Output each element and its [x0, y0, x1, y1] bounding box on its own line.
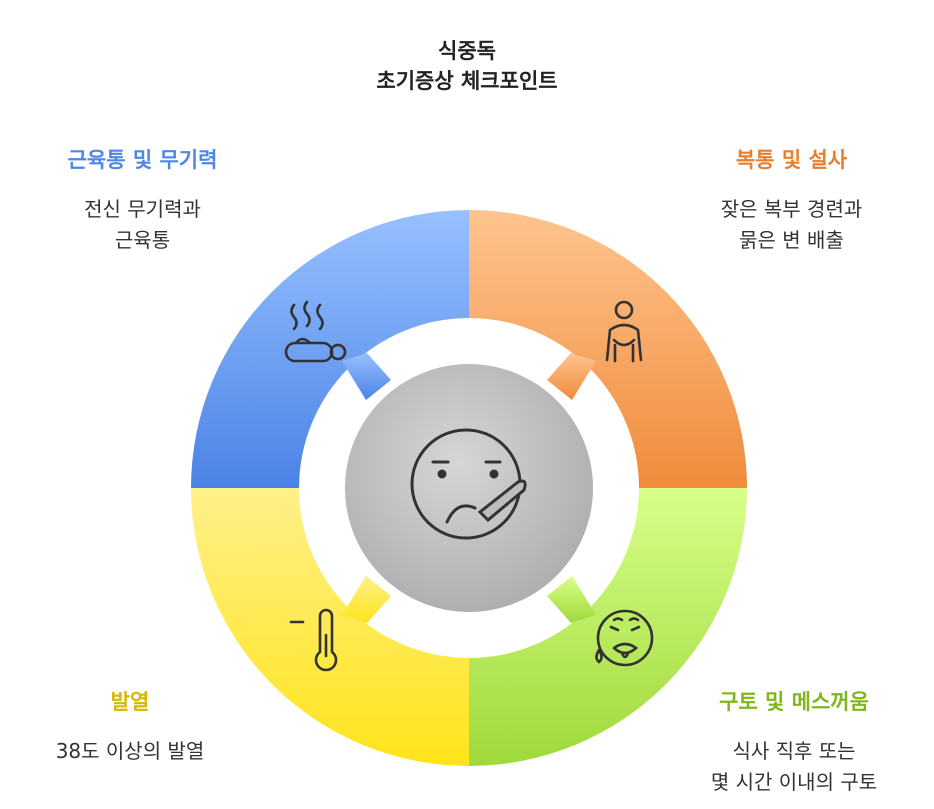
stomach-cramp-icon — [605, 300, 643, 363]
heading-fever: 발열 — [110, 690, 150, 714]
desc-vomit-line-2: 몇 시간 이내의 구토 — [710, 770, 878, 794]
section-fever: 발열 38도 이상의 발열 — [0, 688, 260, 767]
desc-stomach-line-2: 묽은 변 배출 — [739, 228, 844, 252]
thermometer-icon — [289, 608, 338, 672]
desc-muscle-line-2: 근육통 — [114, 228, 171, 252]
fatigue-icon — [284, 300, 347, 363]
desc-muscle: 전신 무기력과 근육통 — [30, 194, 255, 256]
title-line-2: 초기증상 체크포인트 — [376, 69, 558, 93]
ring-connectors — [342, 353, 596, 623]
desc-muscle-line-1: 전신 무기력과 — [84, 197, 201, 221]
heading-muscle: 근육통 및 무기력 — [67, 148, 218, 172]
center-circle — [345, 364, 593, 612]
title-line-1: 식중독 — [438, 39, 496, 63]
desc-stomach-line-1: 잦은 복부 경련과 — [720, 197, 863, 221]
section-stomach: 복통 및 설사 잦은 복부 경련과 묽은 변 배출 — [679, 146, 904, 256]
section-vomit: 구토 및 메스꺼움 식사 직후 또는 몇 시간 이내의 구토 — [674, 688, 914, 798]
diagram-title: 식중독 초기증상 체크포인트 — [0, 36, 934, 96]
heading-stomach: 복통 및 설사 — [735, 148, 848, 172]
desc-stomach: 잦은 복부 경련과 묽은 변 배출 — [679, 194, 904, 256]
heading-vomit: 구토 및 메스꺼움 — [719, 690, 869, 714]
desc-vomit: 식사 직후 또는 몇 시간 이내의 구토 — [674, 736, 914, 798]
nausea-face-icon — [595, 609, 654, 667]
section-muscle: 근육통 및 무기력 전신 무기력과 근육통 — [30, 146, 255, 256]
desc-fever: 38도 이상의 발열 — [0, 736, 260, 767]
desc-fever-line-1: 38도 이상의 발열 — [55, 739, 205, 763]
desc-vomit-line-1: 식사 직후 또는 — [732, 739, 856, 763]
sick-face-with-thermometer-icon — [410, 428, 527, 540]
